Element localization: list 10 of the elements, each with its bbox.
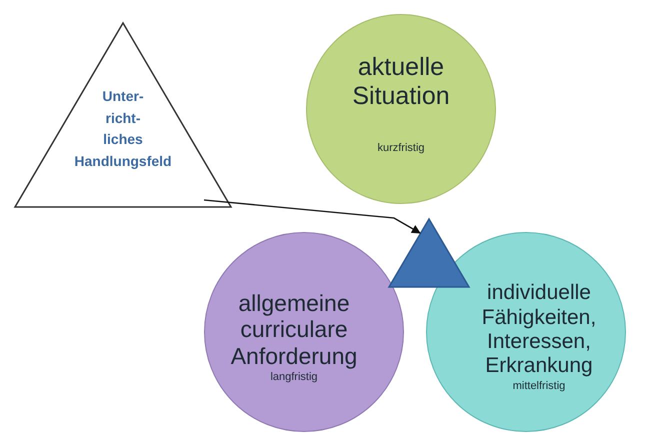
timeframe-label: mittelfristig <box>512 380 566 393</box>
triangle-label: Unter- richt- liches Handlungsfeld <box>74 87 172 172</box>
circle-label: allgemeine curriculare Anforderung <box>230 290 358 370</box>
timeframe-label: langfristig <box>270 371 318 384</box>
triangle-marker <box>388 218 470 288</box>
arrow <box>204 199 421 234</box>
timeframe-label: kurzfristig <box>377 142 425 156</box>
circle-label: individuelle Fähigkeiten, Interessen, Erkrankung <box>480 281 598 378</box>
circle-label: aktuelle Situation <box>351 52 451 110</box>
triangle-shape <box>14 22 232 208</box>
